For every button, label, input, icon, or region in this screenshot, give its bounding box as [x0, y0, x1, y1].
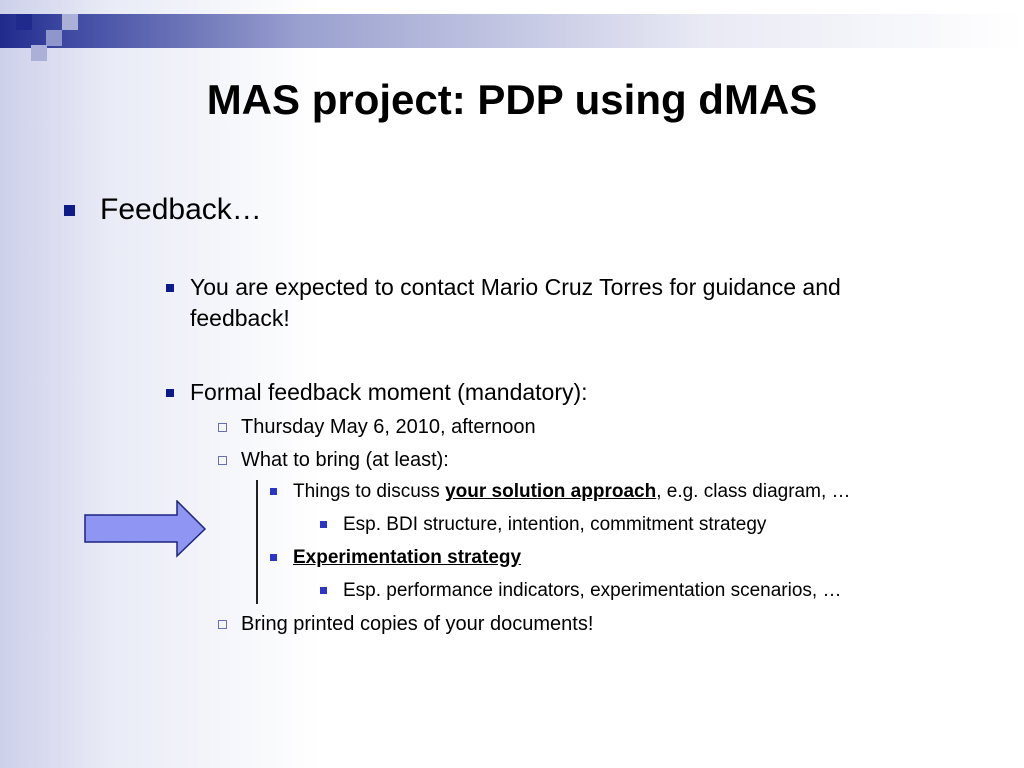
square-bullet-icon — [166, 389, 174, 397]
square-bullet-icon — [270, 554, 277, 561]
bullet-what-to-bring: What to bring (at least): — [241, 449, 449, 471]
bullet-date: Thursday May 6, 2010, afternoon — [241, 416, 536, 438]
bullet-contact-line1: You are expected to contact Mario Cruz T… — [190, 274, 841, 300]
bullet-experimentation: Experimentation strategy — [293, 547, 522, 568]
bullet-bdi: Esp. BDI structure, intention, commitmen… — [343, 514, 767, 535]
bullet-contact-line2: feedback! — [190, 305, 290, 331]
right-arrow-icon — [84, 500, 207, 558]
square-bullet-icon — [64, 205, 75, 216]
hollow-square-bullet-icon — [218, 456, 227, 465]
bullet-performance: Esp. performance indicators, experimenta… — [343, 580, 842, 601]
decor-square — [16, 14, 32, 30]
square-bullet-icon — [270, 488, 277, 495]
bullet-formal-feedback: Formal feedback moment (mandatory): — [190, 379, 588, 405]
decor-square — [31, 45, 47, 61]
discuss-emphasis: your solution approach — [445, 481, 657, 502]
square-bullet-icon — [320, 521, 327, 528]
bracket-line — [256, 480, 258, 604]
square-bullet-icon — [166, 284, 174, 292]
header-band — [0, 14, 1024, 48]
hollow-square-bullet-icon — [218, 620, 227, 629]
discuss-prefix: Things to discuss — [293, 481, 446, 502]
decor-square — [62, 14, 78, 30]
bullet-printed-copies: Bring printed copies of your documents! — [241, 613, 594, 635]
slide-title: MAS project: PDP using dMAS — [206, 76, 818, 123]
decor-square — [46, 30, 62, 46]
hollow-square-bullet-icon — [218, 423, 227, 432]
square-bullet-icon — [320, 587, 327, 594]
arrow-shape — [84, 500, 207, 558]
bullet-feedback: Feedback… — [100, 193, 262, 226]
bullet-things-to-discuss: Things to discuss your solution approach… — [293, 481, 851, 503]
discuss-suffix: , e.g. class diagram, … — [656, 481, 851, 502]
